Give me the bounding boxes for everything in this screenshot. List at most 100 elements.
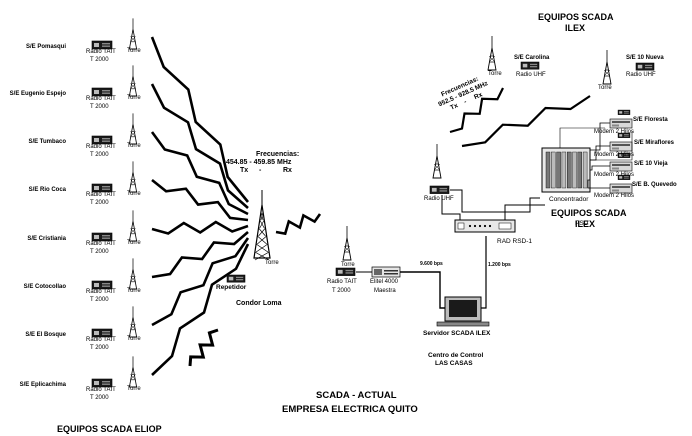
rack-card (577, 151, 582, 189)
tait-radio-icon (91, 280, 113, 290)
rack-card (556, 151, 561, 189)
station-radio-label: Radio TAIT (86, 192, 116, 198)
repeater-rx: Rx (283, 167, 292, 174)
station-name: S/E Rio Coca (28, 187, 66, 193)
tower-icon (128, 257, 138, 290)
carolina-tower-icon (487, 35, 497, 71)
quevedo-modem-label: Modem 2 Hilos (594, 193, 635, 199)
station-radio-model: T 2000 (90, 104, 109, 110)
control-center-site: LAS CASAS (435, 360, 473, 367)
tower-icon (128, 160, 138, 193)
station-name: S/E El Bosque (25, 332, 66, 338)
radio-link-bolt (151, 220, 249, 235)
modem-icon (609, 118, 633, 129)
station-radio-model: T 2000 (90, 345, 109, 351)
rad-led (488, 224, 492, 228)
repeater-label: Repetidor (216, 284, 247, 291)
ilex-title-top-1: EQUIPOS SCADA (538, 12, 614, 22)
tait-radio-icon (91, 135, 113, 145)
ilex-title-mid-2: ILEX (575, 219, 596, 229)
modem-link (587, 179, 610, 189)
rad-label: RAD RSD-1 (497, 238, 533, 245)
uhf-bolt-nueva (461, 95, 591, 148)
tait-radio-icon (91, 328, 113, 338)
tower-icon (128, 305, 138, 338)
repeater-radio-icon (226, 274, 246, 283)
station-name: S/E Cristiania (27, 236, 66, 242)
floresta-label: S/E Floresta (633, 117, 668, 123)
control-radio-icon (335, 267, 356, 277)
station-tower-label: Torre (127, 95, 141, 101)
station-radio-model: T 2000 (90, 200, 109, 206)
nueva-tower-icon (602, 49, 612, 85)
radio-link-bolt (151, 231, 249, 279)
nueva-label: S/E 10 Nueva (626, 55, 664, 61)
station-name: S/E Cotocollao (23, 284, 66, 290)
station-radio-model: T 2000 (90, 395, 109, 401)
tower-icon (128, 355, 138, 388)
maestra-label: Maestra (374, 288, 396, 294)
station-name: S/E Eplicachima (19, 382, 66, 388)
ilex-dash: - (462, 98, 468, 106)
repeater-freq-title: Frecuencias: (256, 151, 300, 158)
tower-brace (259, 219, 265, 229)
carolina-radio-label: Radio UHF (516, 72, 546, 78)
radio-link-bolt (150, 131, 249, 216)
modem-link (590, 122, 610, 151)
elitel-label: Elitel 4000 (370, 279, 399, 285)
station-name: S/E Eugenio Espejo (9, 91, 66, 97)
station-radio-model: T 2000 (90, 297, 109, 303)
station-radio-model: T 2000 (90, 152, 109, 158)
station-name: S/E Tumbaco (28, 139, 66, 145)
nueva-radio-icon (635, 62, 655, 71)
rack-card (545, 151, 551, 189)
repeater-tower-label: Torre (265, 260, 279, 266)
rate-1200: 1.200 bps (488, 262, 511, 268)
tait-radio-icon (91, 232, 113, 242)
station-name: S/E Pomasqui (25, 44, 66, 50)
modem-link (590, 165, 610, 171)
station-radio-model: T 2000 (90, 57, 109, 63)
ilex-tx: Tx (449, 102, 460, 112)
server-screen (449, 300, 477, 317)
rad-led (483, 224, 487, 228)
nueva-radio-label: Radio UHF (626, 72, 656, 78)
rack-card (551, 151, 556, 189)
modem-icon (609, 141, 633, 152)
repeater-bolt-low (188, 328, 219, 367)
uhf-tower-icon (432, 143, 442, 179)
floresta-modem-label: Modem 2 Hilos (594, 129, 635, 135)
station-radio-label: Radio TAIT (86, 289, 116, 295)
server-keyboard (436, 321, 490, 327)
server-label: Servidor SCADA ILEX (423, 330, 491, 337)
main-title-1: SCADA - ACTUAL (316, 390, 397, 401)
station-radio-label: Radio TAIT (86, 96, 116, 102)
station-radio-label: Radio TAIT (86, 49, 116, 55)
tait-radio-icon (91, 40, 113, 50)
station-radio-label: Radio TAIT (86, 144, 116, 150)
station-tower-label: Torre (127, 336, 141, 342)
vieja-label: S/E 10 Vieja (634, 161, 668, 167)
uhf-psd-link (450, 189, 540, 213)
carolina-label: S/E Carolina (514, 55, 550, 61)
uhf-radio-icon (429, 185, 450, 195)
radio-link-bolt (150, 36, 250, 203)
station-radio-label: Radio TAIT (86, 337, 116, 343)
modem-icon (609, 183, 633, 194)
tower-icon (128, 64, 138, 97)
control-tower-icon (342, 225, 352, 261)
station-tower-label: Torre (127, 191, 141, 197)
rad-led (468, 224, 472, 228)
backbone-bolt (275, 213, 322, 236)
repeater-site: Condor Loma (236, 300, 282, 307)
station-radio-label: Radio TAIT (86, 241, 116, 247)
tait-radio-icon (91, 87, 113, 97)
repeater-dash: - (259, 167, 262, 174)
tait-radio-icon (91, 378, 113, 388)
station-tower-label: Torre (127, 143, 141, 149)
tower-icon (128, 17, 138, 50)
radio-link-bolt (151, 243, 250, 376)
station-tower-label: Torre (127, 386, 141, 392)
radio-link-bolt (151, 178, 249, 222)
